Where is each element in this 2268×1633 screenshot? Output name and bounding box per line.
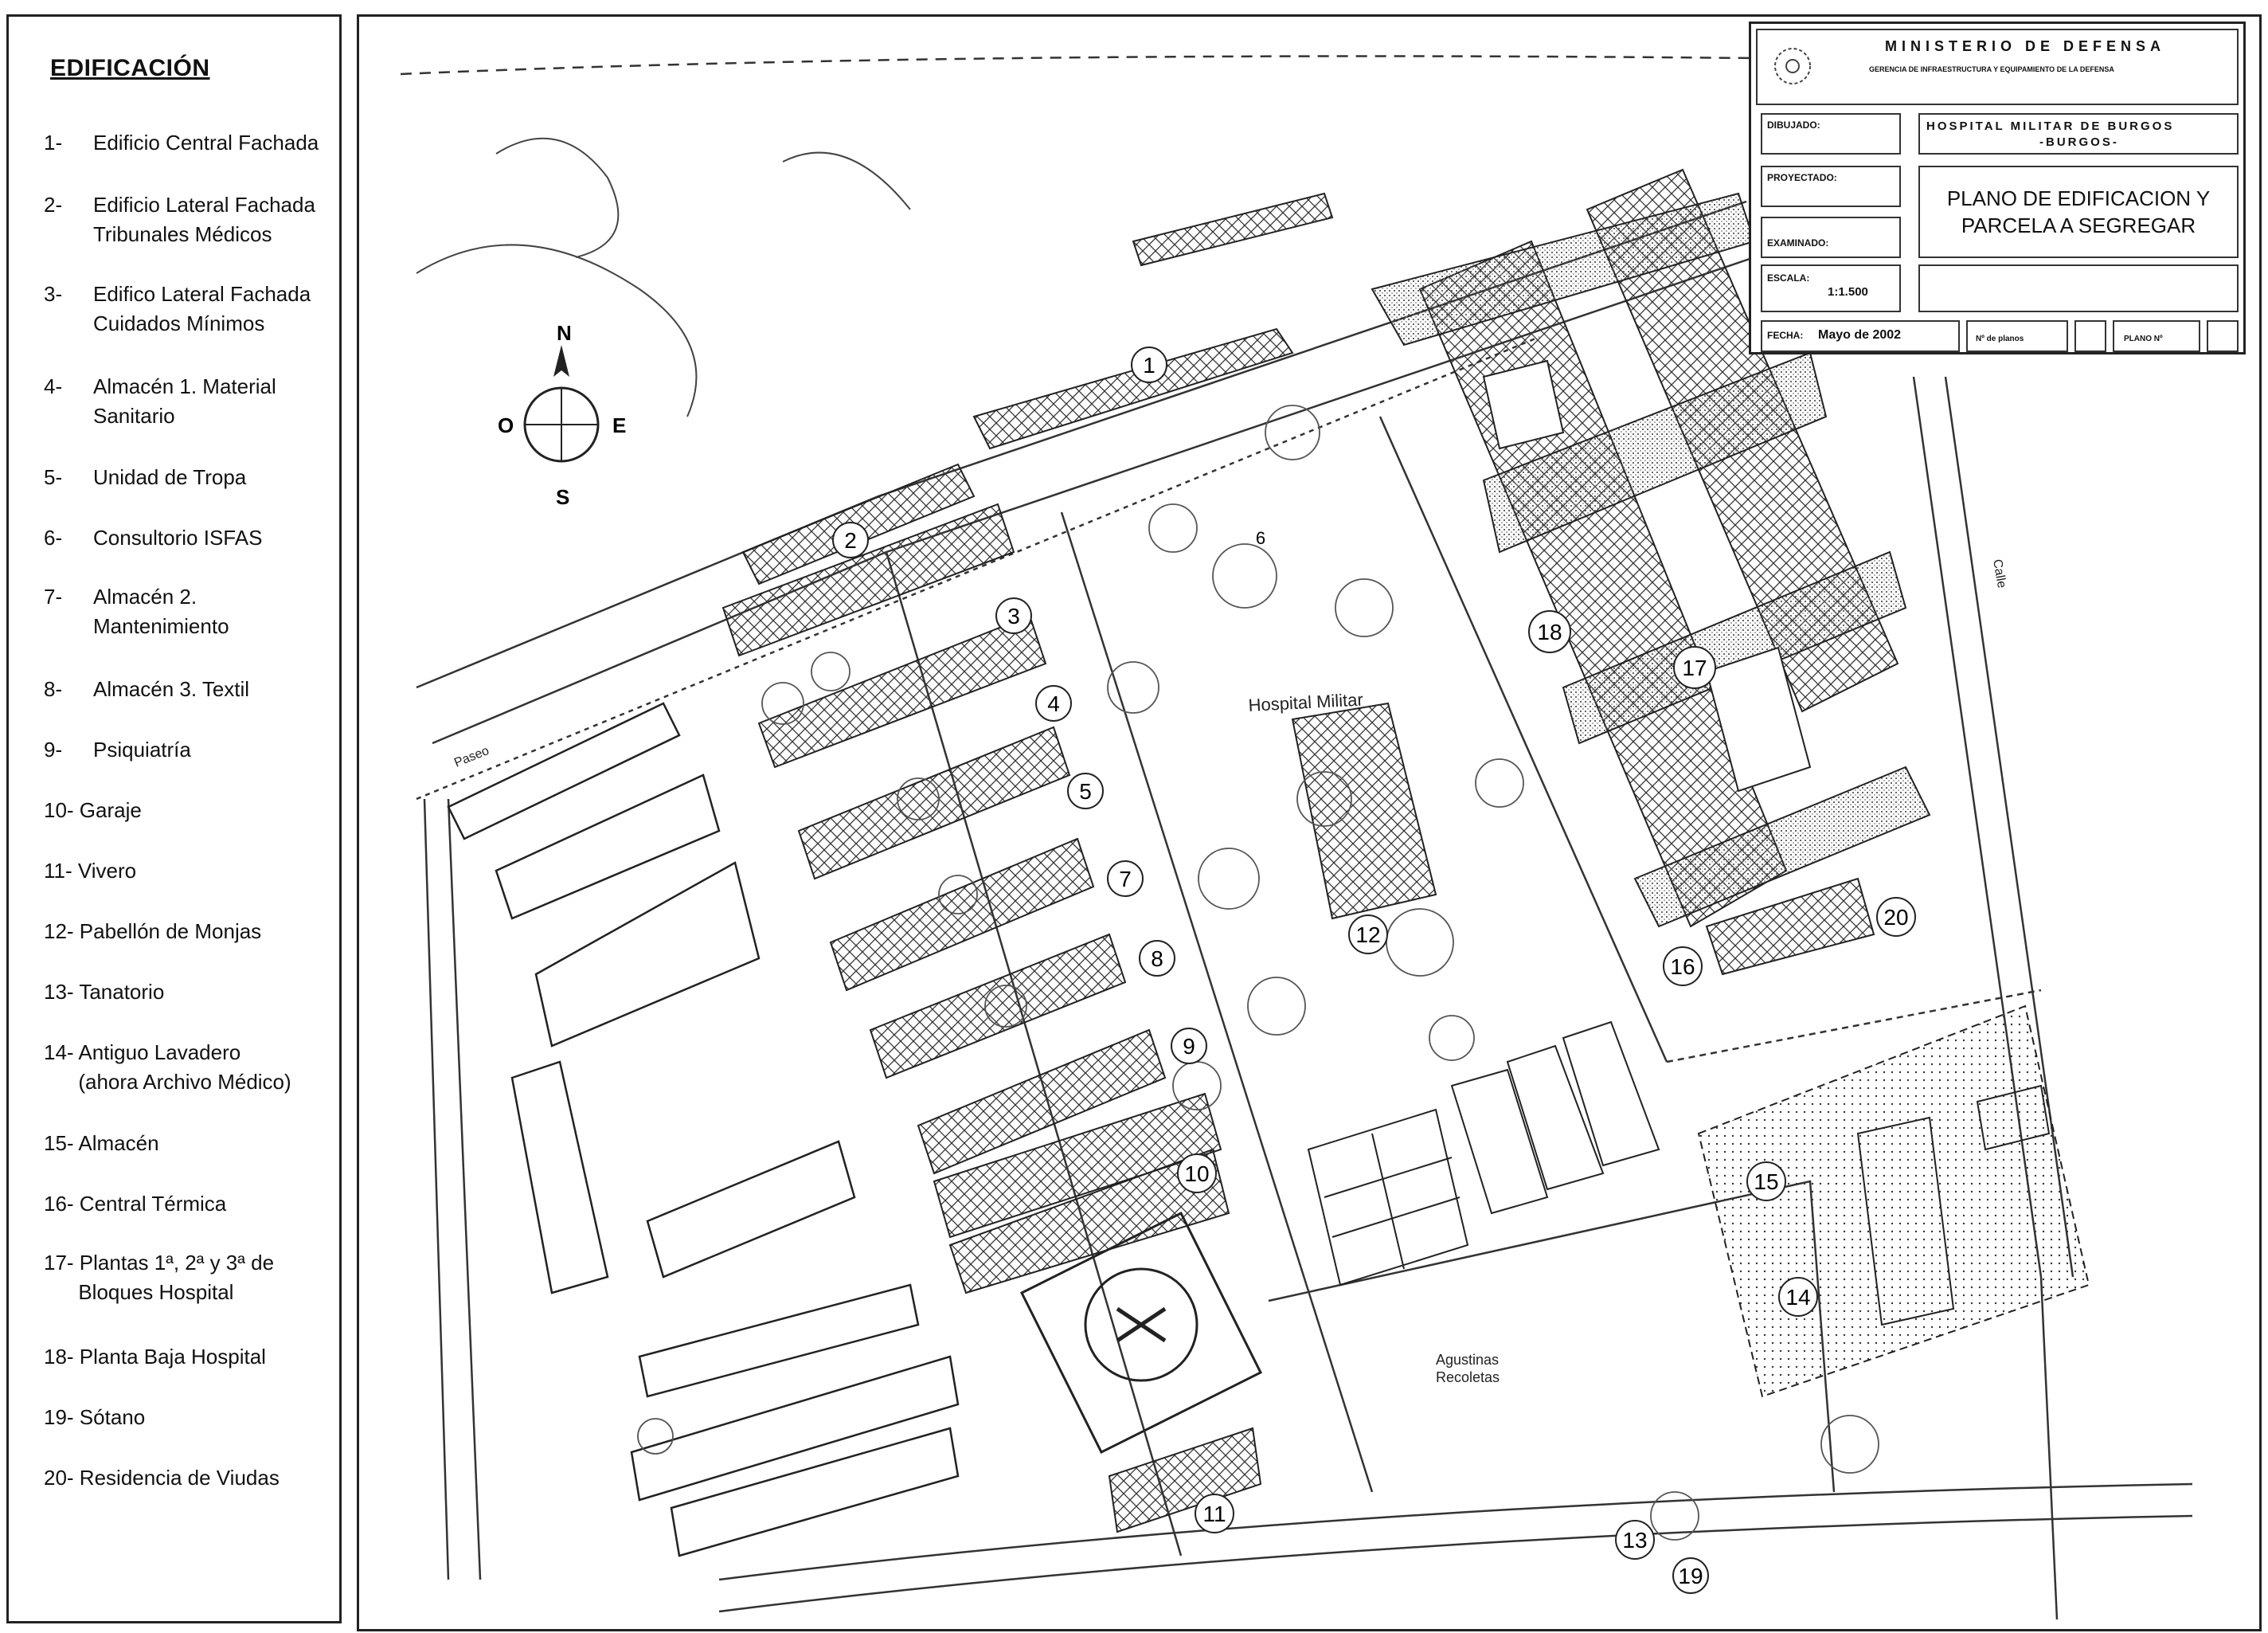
compass-e: E	[612, 413, 626, 437]
agustinas-label-1: Agustinas	[1436, 1352, 1499, 1368]
svg-text:13: 13	[1622, 1528, 1647, 1553]
svg-text:19: 19	[1678, 1564, 1703, 1588]
compass-n: N	[557, 321, 572, 345]
num-planos-value-cell	[2074, 320, 2106, 352]
legend-title: EDIFICACIÓN	[50, 55, 210, 81]
svg-text:9: 9	[1183, 1034, 1195, 1059]
dibujado-cell: DIBUJADO:	[1761, 113, 1901, 155]
escala-cell: ESCALA: 1:1.500	[1761, 264, 1901, 312]
hospital-courts	[1482, 359, 1812, 793]
compass-o: O	[498, 413, 514, 437]
svg-text:12: 12	[1355, 922, 1380, 947]
svg-text:10: 10	[1184, 1161, 1209, 1186]
hospital-wings	[1371, 192, 1931, 928]
svg-text:11: 11	[1202, 1502, 1226, 1526]
svg-text:15: 15	[1754, 1169, 1778, 1194]
legend-item: 12- Pabellón de Monjas	[44, 919, 262, 943]
proyectado-cell: PROYECTADO:	[1761, 166, 1901, 207]
svg-text:7: 7	[1119, 867, 1132, 891]
legend-item: 13- Tanatorio	[44, 980, 165, 1004]
park-area	[416, 137, 911, 417]
plano-num-value-cell	[2207, 320, 2239, 352]
agustinas-label-2: Recoletas	[1436, 1369, 1500, 1385]
legend-item: 14- Antiguo Lavadero (ahora Archivo Médi…	[44, 1040, 291, 1094]
legend-item: 1-Edificio Central Fachada	[44, 131, 319, 155]
pavilion-blocks	[721, 503, 1262, 1533]
trees	[637, 405, 1879, 1541]
svg-text:6: 6	[1256, 528, 1265, 548]
legend-item: 8-Almacén 3. Textil	[44, 677, 250, 701]
legend-item: 3-Edifico Lateral Fachada Cuidados Mínim…	[44, 282, 311, 335]
ministry-seal-icon	[1774, 48, 1811, 84]
ministry-subtitle: GERENCIA DE INFRAESTRUCTURA Y EQUIPAMIEN…	[1869, 65, 2114, 73]
legend-item: 9-Psiquiatría	[44, 738, 191, 762]
svg-text:8: 8	[1151, 946, 1163, 971]
ministry-name: MINISTERIO DE DEFENSA	[1885, 38, 2166, 54]
svg-text:5: 5	[1079, 779, 1092, 804]
helipad	[1019, 1211, 1263, 1455]
building-number-labels: 1 2 3 4 5 7 8 9 10 11 12 13 14 15 16 17 …	[844, 353, 1908, 1588]
svg-text:16: 16	[1670, 954, 1695, 979]
svg-text:2: 2	[844, 528, 857, 553]
legend-panel: EDIFICACIÓN 1-Edificio Central Fachada 2…	[6, 14, 342, 1623]
svg-text:3: 3	[1007, 604, 1020, 629]
legend-item: 20- Residencia de Viudas	[44, 1466, 280, 1490]
street-paseo: Paseo	[452, 744, 491, 770]
plan-title-cell: PLANO DE EDIFICACION Y PARCELA A SEGREGA…	[1918, 166, 2239, 258]
site-plan-map[interactable]: N S E O	[357, 14, 2262, 1631]
legend-item: 18- Planta Baja Hospital	[44, 1345, 266, 1369]
legend-item: 10- Garaje	[44, 798, 142, 822]
svg-text:17: 17	[1682, 656, 1707, 680]
legend-item: 7-Almacén 2. Mantenimiento	[44, 585, 229, 638]
legend-item: 5-Unidad de Tropa	[44, 465, 247, 489]
num-planos-cell: Nº de planos	[1966, 320, 2068, 352]
fecha-cell: FECHA: Mayo de 2002	[1761, 320, 1960, 352]
legend-item: 11- Vivero	[44, 859, 137, 883]
legend-item: 6-Consultorio ISFAS	[44, 526, 263, 550]
blank-cell	[1918, 264, 2239, 312]
plano-num-cell: PLANO Nº	[2113, 320, 2200, 352]
left-buildings	[447, 702, 960, 1557]
title-block: MINISTERIO DE DEFENSA GERENCIA DE INFRAE…	[1749, 22, 2246, 354]
legend-item: 17- Plantas 1ª, 2ª y 3ª de Bloques Hospi…	[44, 1251, 275, 1304]
site-plan-drawing: N S E O	[400, 55, 2193, 1620]
parcel-to-segregate	[1697, 1004, 2090, 1398]
title-block-header: MINISTERIO DE DEFENSA GERENCIA DE INFRAE…	[1756, 29, 2239, 105]
north-arrow-compass: N S E O	[498, 321, 626, 509]
street-calle: Calle	[1990, 558, 2008, 589]
legend-item: 4-Almacén 1. Material Sanitario	[44, 374, 276, 428]
svg-text:18: 18	[1537, 620, 1562, 644]
compass-s: S	[556, 485, 569, 509]
front-buildings	[741, 192, 1334, 585]
building-number-markers	[832, 347, 1916, 1594]
legend-item: 15- Almacén	[44, 1131, 159, 1155]
legend-item: 2-Edificio Lateral Fachada Tribunales Mé…	[44, 193, 315, 246]
svg-text:20: 20	[1883, 905, 1908, 930]
svg-text:14: 14	[1785, 1285, 1810, 1310]
legend-item: 19- Sótano	[44, 1405, 146, 1429]
legend-item: 16- Central Térmica	[44, 1192, 227, 1216]
greenhouses	[1307, 1020, 1660, 1286]
project-cell: HOSPITAL MILITAR DE BURGOS -BURGOS-	[1918, 113, 2239, 155]
examinado-cell: EXAMINADO:	[1761, 217, 1901, 258]
right-buildings	[1856, 1084, 2051, 1326]
svg-text:4: 4	[1047, 691, 1060, 716]
svg-text:1: 1	[1143, 353, 1156, 378]
